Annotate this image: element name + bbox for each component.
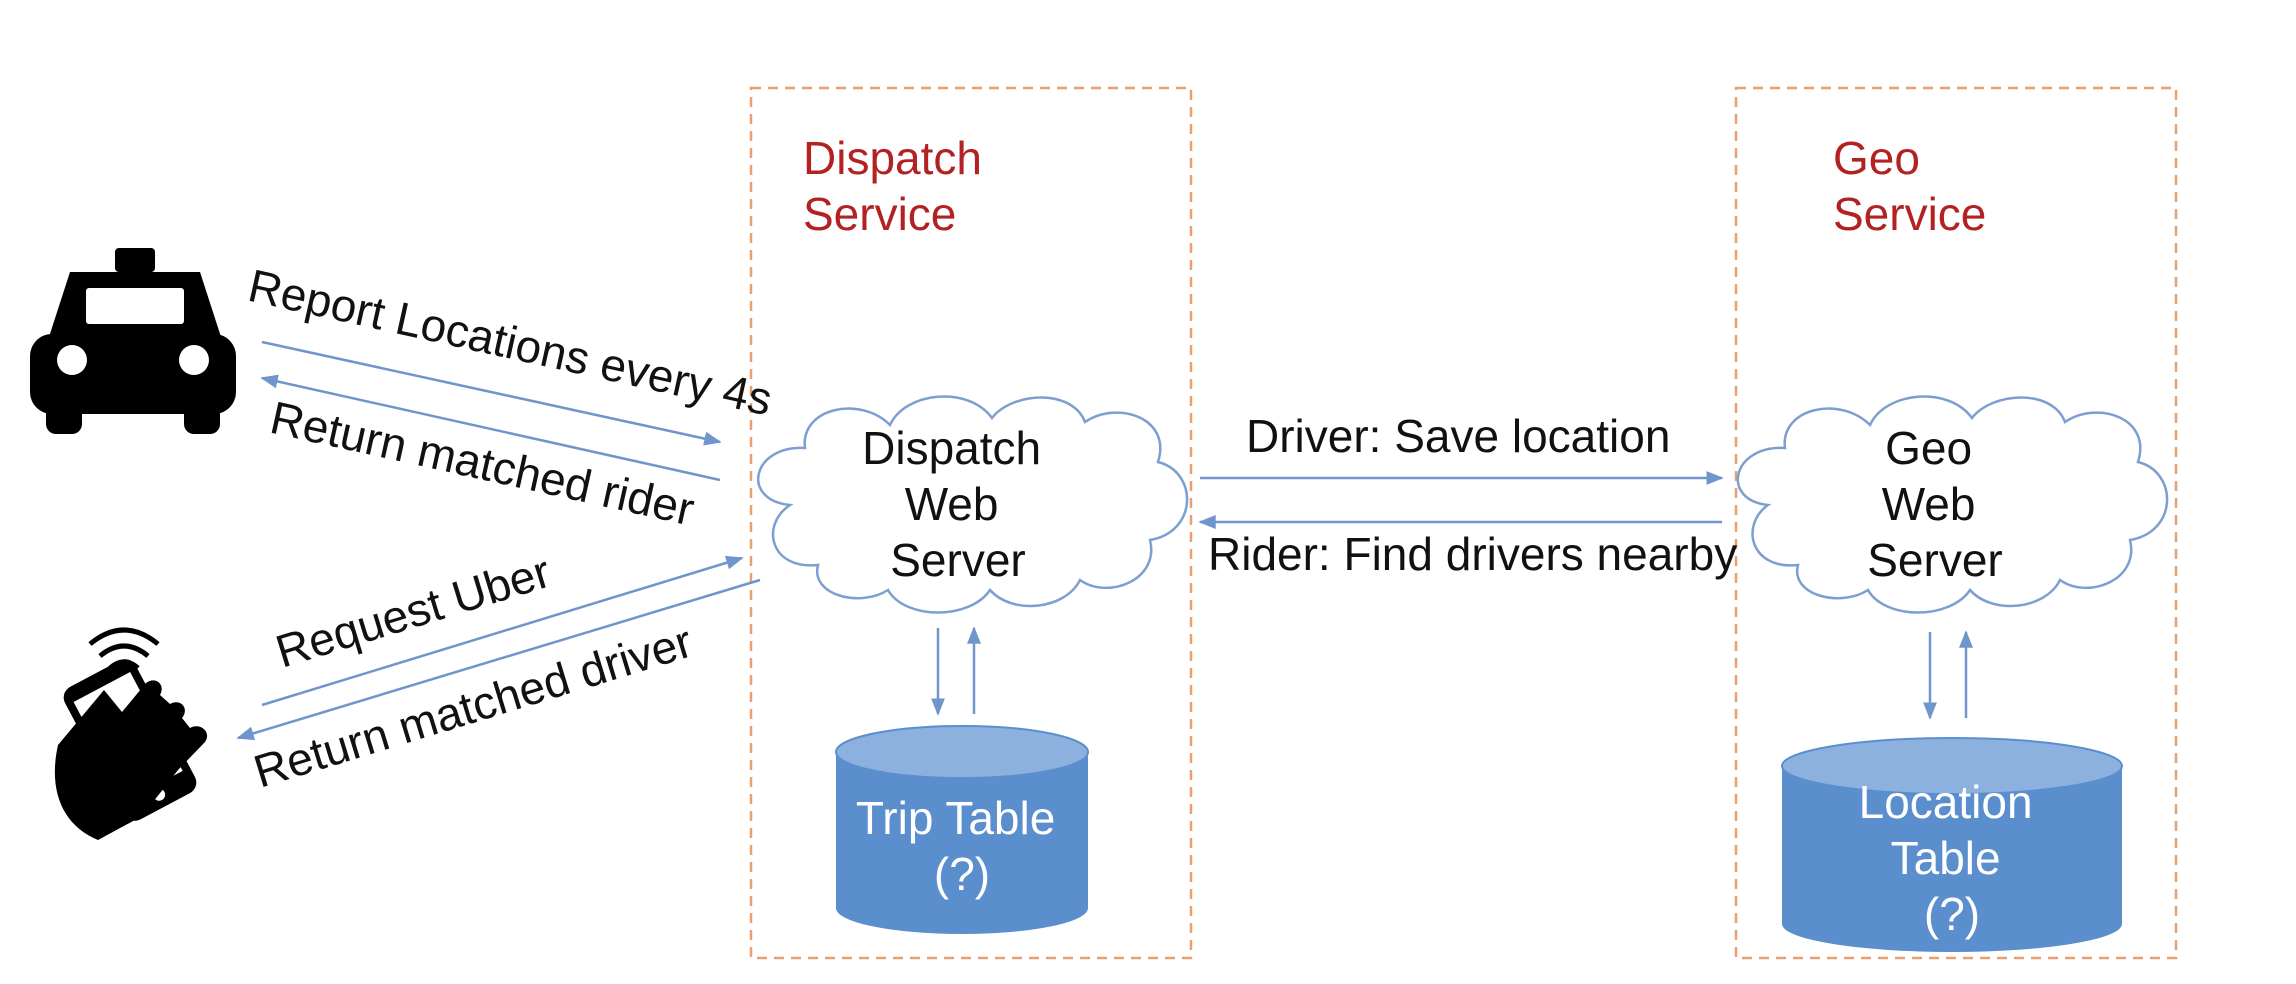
location-table-database: Location Table (?): [1781, 737, 2123, 952]
geo-service-boundary: [1734, 86, 2178, 960]
phone-in-hand-icon: [54, 627, 208, 840]
request-uber-arrow: [261, 555, 744, 707]
location-table-label-2: Table: [1891, 832, 2001, 884]
taxi-icon: [30, 248, 236, 434]
location-table-label-3: (?): [1924, 888, 1980, 940]
trip-table-label-1: Trip Table: [856, 792, 1055, 844]
geo-service-title: Geo Service: [1833, 132, 1986, 240]
geo-web-server-label-2: Web: [1882, 478, 1976, 530]
svg-text:Location Table (?): Location Table (?): [1859, 776, 2046, 940]
dispatch-web-server-label-3: Server: [890, 534, 1025, 586]
dispatch-service-boundary: [749, 86, 1193, 960]
dispatch-service-title: Dispatch Service: [803, 132, 995, 240]
trip-table-label-2: (?): [934, 848, 990, 900]
return-matched-rider-arrow: [260, 374, 721, 482]
return-matched-rider-label: Return matched rider: [266, 391, 699, 535]
report-locations-arrow: [261, 340, 722, 446]
geo-web-server-label-3: Server: [1867, 534, 2002, 586]
location-table-label-1: Location: [1859, 776, 2033, 828]
dispatch-web-server-label-2: Web: [905, 478, 999, 530]
svg-text:Trip Table (?): Trip Table (?): [856, 792, 1068, 900]
geo-web-server-label-1: Geo: [1885, 422, 1972, 474]
trip-table-database: Trip Table (?): [835, 725, 1089, 934]
save-location-label: Driver: Save location: [1246, 410, 1670, 462]
svg-text:Dispatch Web Serve: Dispatch Web Server: [862, 422, 1054, 586]
return-matched-driver-arrow: [236, 578, 761, 741]
dispatch-web-server-cloud: Dispatch Web Server: [757, 395, 1189, 614]
svg-text:Geo Web Server: Geo Web Server: [1867, 422, 2002, 586]
find-drivers-label: Rider: Find drivers nearby: [1208, 528, 1737, 580]
dispatch-web-server-label-1: Dispatch: [862, 422, 1041, 474]
geo-web-server-cloud: Geo Web Server: [1736, 395, 2169, 614]
